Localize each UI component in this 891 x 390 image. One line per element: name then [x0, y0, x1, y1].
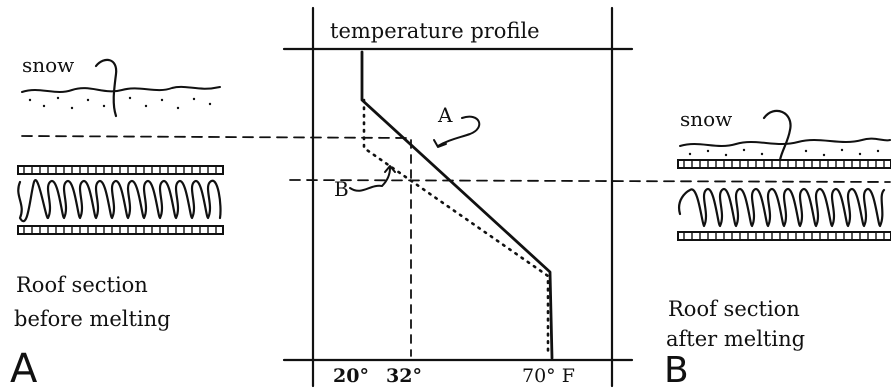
snow-surface-level-line	[21, 135, 413, 139]
profile-label-a: A	[437, 103, 453, 127]
tick-32: 32°	[386, 365, 422, 387]
right-roof-section: snow Roof section after melting B	[664, 107, 891, 390]
left-snow-label: snow	[22, 53, 74, 77]
profile-line-b	[362, 98, 550, 358]
left-snow-arrow	[94, 58, 118, 118]
profile-label-b: B	[334, 177, 349, 201]
left-snow-surface	[21, 85, 221, 93]
right-deck-top	[677, 159, 891, 169]
profile-line-a	[360, 50, 554, 360]
right-deck-bottom	[677, 231, 891, 241]
left-insulation	[17, 179, 222, 223]
right-caption-line1: Roof section	[668, 297, 800, 321]
melt-level-line	[289, 179, 891, 183]
left-roof-section: snow Roof section before melting A	[10, 53, 224, 390]
profile-b-arrow	[349, 167, 391, 192]
temperature-profile-chart: temperature profile A B 20° 32° 70° F	[282, 6, 634, 388]
right-snow-arrow	[762, 109, 792, 162]
tick-20: 20°	[333, 365, 369, 387]
left-caption-line2: before melting	[14, 307, 171, 331]
left-caption-line1: Roof section	[16, 273, 148, 297]
right-section-letter: B	[664, 350, 689, 390]
right-insulation	[678, 188, 886, 228]
profile-title: temperature profile	[330, 19, 540, 43]
right-caption-line2: after melting	[666, 327, 805, 351]
left-section-letter: A	[10, 346, 38, 390]
right-snow-dots	[688, 148, 880, 157]
right-snow-label: snow	[680, 107, 732, 131]
right-snow-surface	[679, 137, 891, 147]
left-snow-dots	[28, 96, 212, 110]
profile-a-arrow	[437, 115, 481, 147]
tick-70f: 70° F	[522, 365, 575, 387]
